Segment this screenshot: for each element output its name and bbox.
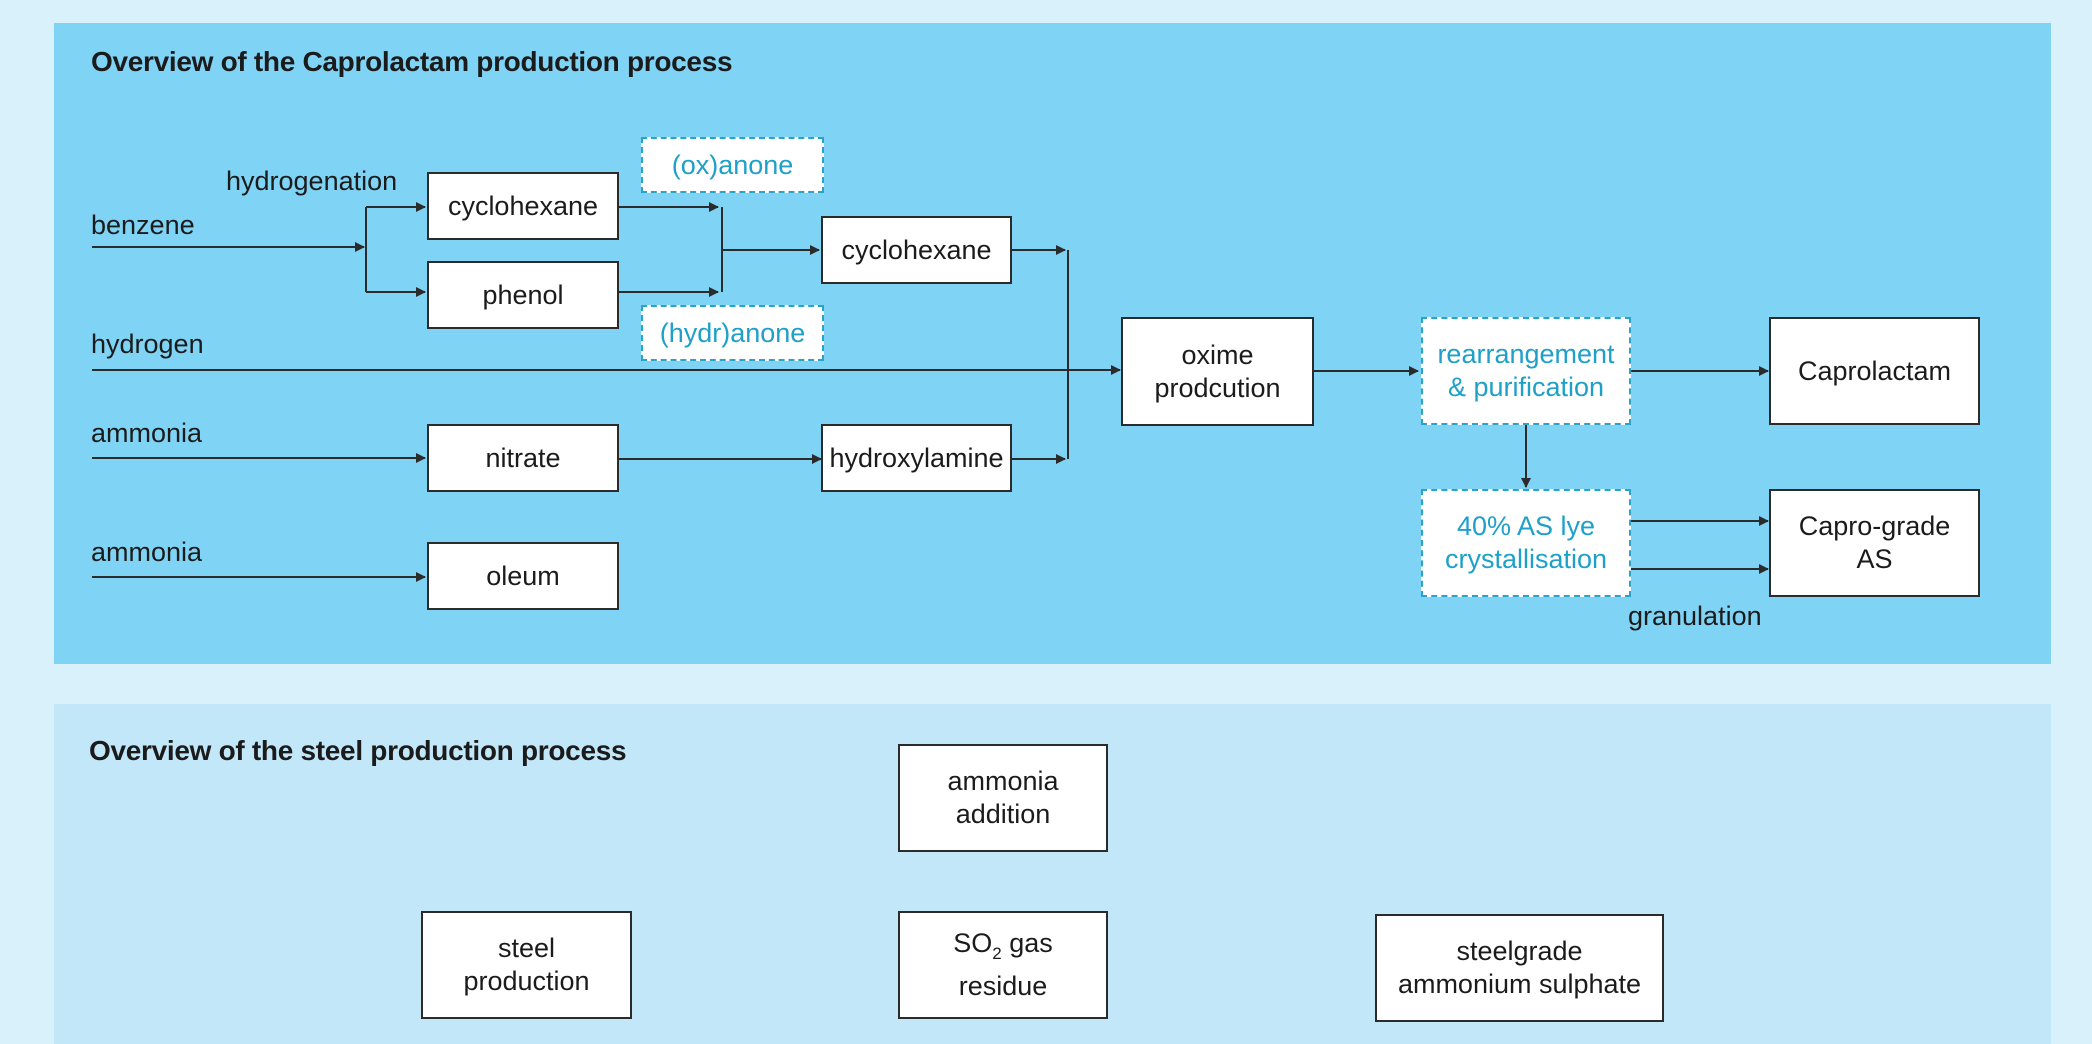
- input-benzene: benzene: [91, 210, 195, 240]
- node-hydroxylamine: hydroxylamine: [821, 424, 1012, 492]
- node-steelgrade-ammonium-sulphate: steelgrade ammonium sulphate: [1375, 914, 1664, 1022]
- node-cyclohexane-1: cyclohexane: [427, 172, 619, 240]
- so2-line-2: residue: [958, 971, 1048, 1001]
- node-rearrangement: rearrangement & purification: [1421, 317, 1631, 425]
- caprolactam-panel: [54, 23, 2051, 664]
- node-capro-grade-as: Capro-grade AS: [1769, 489, 1980, 597]
- node-oxanone: (ox)anone: [641, 137, 824, 193]
- steel-title: Overview of the steel production process: [89, 735, 627, 766]
- node-as-lye-crystallisation: 40% AS lye crystallisation: [1421, 489, 1631, 597]
- label-granulation: granulation: [1628, 601, 1762, 631]
- node-steel-production: steel production: [421, 911, 632, 1019]
- input-ammonia-1: ammonia: [91, 418, 203, 448]
- label-hydrogenation: hydrogenation: [226, 166, 398, 196]
- node-caprolactam: Caprolactam: [1769, 317, 1980, 425]
- node-hydranone: (hydr)anone: [641, 305, 824, 361]
- node-oleum: oleum: [427, 542, 619, 610]
- so2-line-1: SO2 gas: [953, 928, 1053, 963]
- input-hydrogen: hydrogen: [91, 329, 204, 359]
- node-nitrate: nitrate: [427, 424, 619, 492]
- input-ammonia-2: ammonia: [91, 537, 203, 567]
- node-cyclohexane-2: cyclohexane: [821, 216, 1012, 284]
- node-ammonia-addition: ammonia addition: [898, 744, 1108, 852]
- node-oxime-production: oxime prodcution: [1121, 317, 1314, 426]
- caprolactam-title: Overview of the Caprolactam production p…: [91, 46, 733, 77]
- node-phenol: phenol: [427, 261, 619, 329]
- node-so2-gas-residue: SO2 gas residue: [898, 911, 1108, 1019]
